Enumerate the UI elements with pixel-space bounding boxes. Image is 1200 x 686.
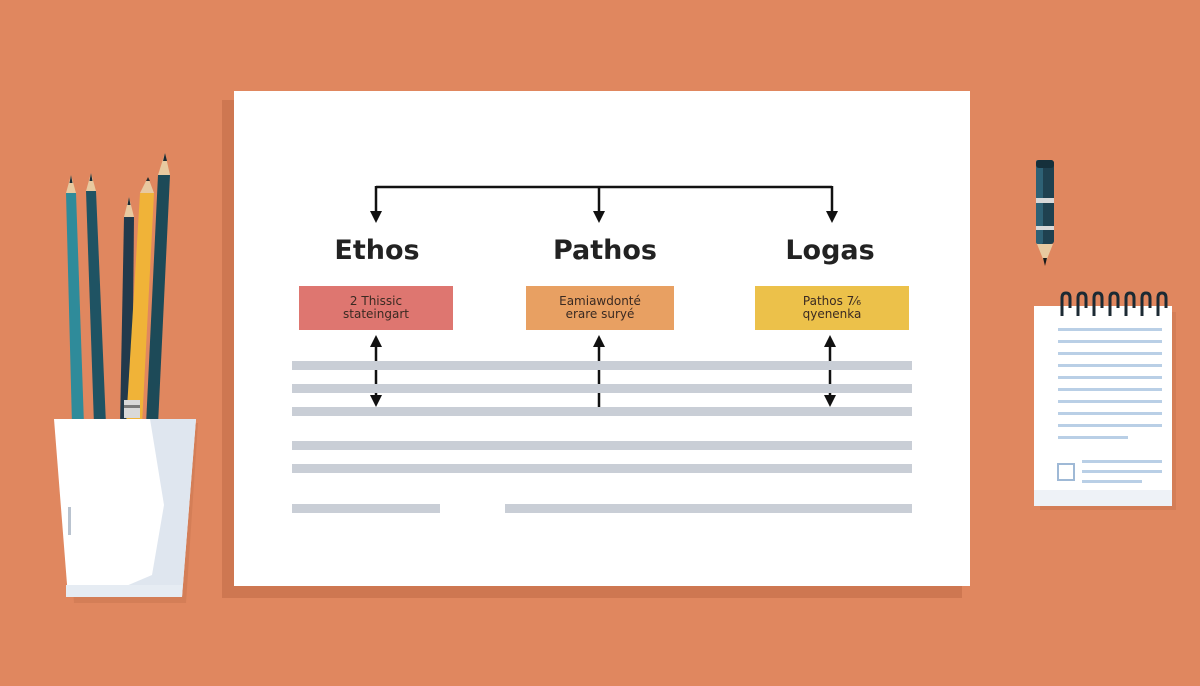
placeholder-line	[292, 504, 440, 513]
label-box-ethos-line2: stateingart	[343, 307, 409, 321]
label-box-logas: Pathos 7⁄₆ qyenenka	[755, 286, 909, 330]
placeholder-line	[292, 384, 912, 393]
placeholder-line	[292, 441, 912, 450]
placeholder-line	[292, 464, 912, 473]
label-box-logas-line1: Pathos 7⁄₆	[802, 294, 862, 308]
label-box-ethos: 2 Thissic stateingart	[299, 286, 453, 330]
document-sheet: Ethos Pathos Logas 2 Thissic stateingart…	[234, 91, 970, 586]
label-box-pathos-line2: erare suryé	[565, 307, 635, 321]
label-box-logas-line2: qyenenka	[802, 307, 862, 321]
heading-pathos: Pathos	[552, 235, 658, 266]
label-box-pathos-line1: Eamiawdonté	[559, 294, 641, 308]
placeholder-line	[292, 407, 912, 416]
heading-ethos: Ethos	[334, 235, 420, 266]
pencil-cup-icon	[40, 145, 210, 605]
label-box-ethos-line1: 2 Thissic	[349, 294, 403, 308]
placeholder-line	[292, 361, 912, 370]
placeholder-line	[505, 504, 912, 513]
notepad-icon	[1030, 290, 1178, 514]
label-box-pathos: Eamiawdonté erare suryé	[526, 286, 674, 330]
heading-logas: Logas	[785, 235, 875, 266]
pen-icon	[1030, 156, 1060, 272]
